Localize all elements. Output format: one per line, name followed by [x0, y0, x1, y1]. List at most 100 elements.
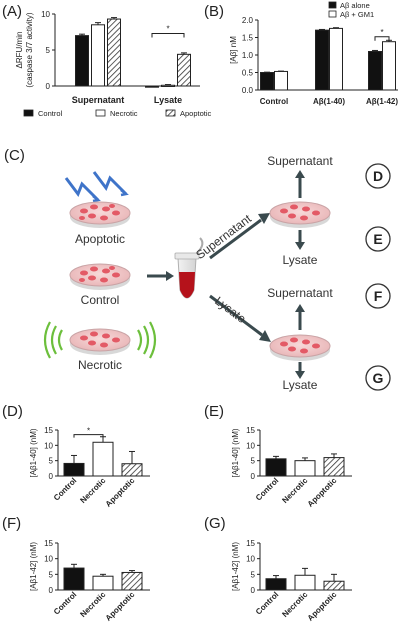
x-category-label: Necrotic — [78, 590, 107, 619]
arrow-to-tube — [147, 271, 174, 281]
x-category-label: Apoptotic — [306, 476, 339, 509]
y-tick-label: 2.0 — [242, 16, 254, 25]
label-branch-lysate: Lysate — [212, 294, 249, 326]
bar-necrotic — [92, 441, 114, 477]
significance-bracket — [151, 32, 185, 38]
y-tick-label: 15 — [246, 426, 255, 435]
x-category-label: Control — [254, 590, 280, 616]
panel-label-b: (B) — [204, 3, 224, 20]
y-tick-label: 0.0 — [242, 86, 254, 95]
panel-label-d: (D) — [2, 403, 23, 420]
bar-abeta-gm1 — [382, 41, 396, 91]
label-necrotic: Necrotic — [78, 358, 122, 372]
y-axis-title: [Aβ1-42] (nM) — [231, 542, 240, 591]
x-category-label: Supernatant — [72, 95, 125, 105]
legend-swatch — [328, 1, 337, 9]
x-category-label: Control — [52, 590, 78, 616]
dish-control-icon — [69, 263, 131, 290]
y-axis-title: ΔRFU/min — [15, 32, 24, 69]
dish-apoptotic-icon — [69, 201, 131, 228]
panel-label-e: (E) — [204, 403, 224, 420]
legend-label: Control — [38, 109, 63, 118]
svg-text:E: E — [373, 231, 382, 247]
legend-swatch — [165, 109, 176, 117]
x-category-label: Apoptotic — [306, 590, 339, 623]
panel-label-c: (C) — [4, 147, 25, 164]
bar-abeta-gm1 — [329, 27, 343, 91]
bar-necrotic — [91, 24, 105, 87]
bar-necrotic — [161, 84, 175, 87]
legend-label: Necrotic — [110, 109, 138, 118]
experiment-diagram: Apoptotic Control — [43, 154, 391, 392]
bar-abeta-alone — [368, 51, 382, 91]
legend-label: Aβ + GM1 — [340, 10, 374, 19]
bar-control — [63, 567, 85, 591]
label-supernatant-top: Supernatant — [267, 154, 333, 168]
x-category-label: Control — [260, 97, 288, 106]
bar-necrotic — [294, 574, 316, 591]
legend-label: Aβ alone — [340, 1, 370, 10]
legend-label: Apoptotic — [180, 109, 212, 118]
y-tick-label: 10 — [44, 555, 53, 564]
arrow-down-lysate-top — [295, 230, 305, 250]
y-tick-label: 0 — [46, 82, 51, 91]
bar-control — [63, 462, 85, 477]
dish-supernatant-branch-icon — [269, 201, 331, 228]
y-tick-label: 0 — [251, 472, 256, 481]
significance-bracket — [73, 434, 104, 438]
bar-control — [75, 35, 89, 87]
dish-lysate-branch-icon — [269, 334, 331, 361]
arrow-to-lysate-branch — [209, 294, 271, 342]
y-tick-label: 5 — [251, 457, 256, 466]
y-tick-label: 15 — [246, 539, 255, 548]
y-tick-label: 15 — [44, 539, 53, 548]
y-tick-label: 1.0 — [242, 51, 254, 60]
panel-label-a: (A) — [2, 3, 22, 20]
svg-text:G: G — [373, 370, 384, 386]
y-tick-label: 0.5 — [242, 69, 254, 78]
arrow-up-supernatant-top — [295, 170, 305, 198]
circle-label-g: G — [365, 365, 391, 391]
y-tick-label: 15 — [44, 426, 53, 435]
y-tick-label: 0 — [49, 472, 54, 481]
bar-necrotic — [294, 460, 316, 477]
x-category-label: Lysate — [154, 95, 182, 105]
circle-label-f: F — [365, 283, 391, 309]
y-tick-label: 5 — [46, 46, 51, 55]
bar-apoptotic — [107, 18, 121, 87]
label-apoptotic: Apoptotic — [75, 232, 125, 246]
bar-abeta-alone — [260, 72, 274, 91]
legend-swatch — [23, 109, 34, 117]
significance-star: * — [380, 28, 383, 37]
y-tick-label: 1.5 — [242, 34, 254, 43]
bar-necrotic — [92, 575, 114, 591]
significance-bracket — [374, 36, 390, 41]
bar-apoptotic — [177, 53, 191, 87]
label-lysate-bottom: Lysate — [283, 378, 318, 392]
y-axis-title: [Aβ1-40] (nM) — [29, 428, 38, 477]
y-axis-title: [Aβ] nM — [229, 36, 238, 64]
x-category-label: Control — [52, 476, 78, 502]
x-category-label: Apoptotic — [104, 590, 137, 623]
y-tick-label: 0 — [251, 586, 256, 595]
label-branch-supernatant: Supernatant — [193, 211, 254, 262]
waves-icon — [43, 321, 157, 359]
svg-text:F: F — [374, 288, 383, 304]
x-category-label: Necrotic — [280, 476, 309, 505]
lightning-icon — [64, 171, 129, 203]
y-axis-title: [Aβ1-40] (nM) — [231, 428, 240, 477]
x-category-label: Aβ(1-40) — [313, 97, 345, 106]
legend-swatch — [95, 109, 106, 117]
dish-necrotic-icon — [69, 328, 131, 355]
bar-abeta-alone — [315, 29, 329, 91]
label-lysate-top: Lysate — [283, 253, 318, 267]
y-tick-label: 5 — [49, 457, 54, 466]
bar-apoptotic — [121, 571, 143, 591]
tube-icon — [174, 237, 204, 299]
x-category-label: Necrotic — [280, 590, 309, 619]
arrow-to-supernatant-branch — [209, 213, 270, 260]
